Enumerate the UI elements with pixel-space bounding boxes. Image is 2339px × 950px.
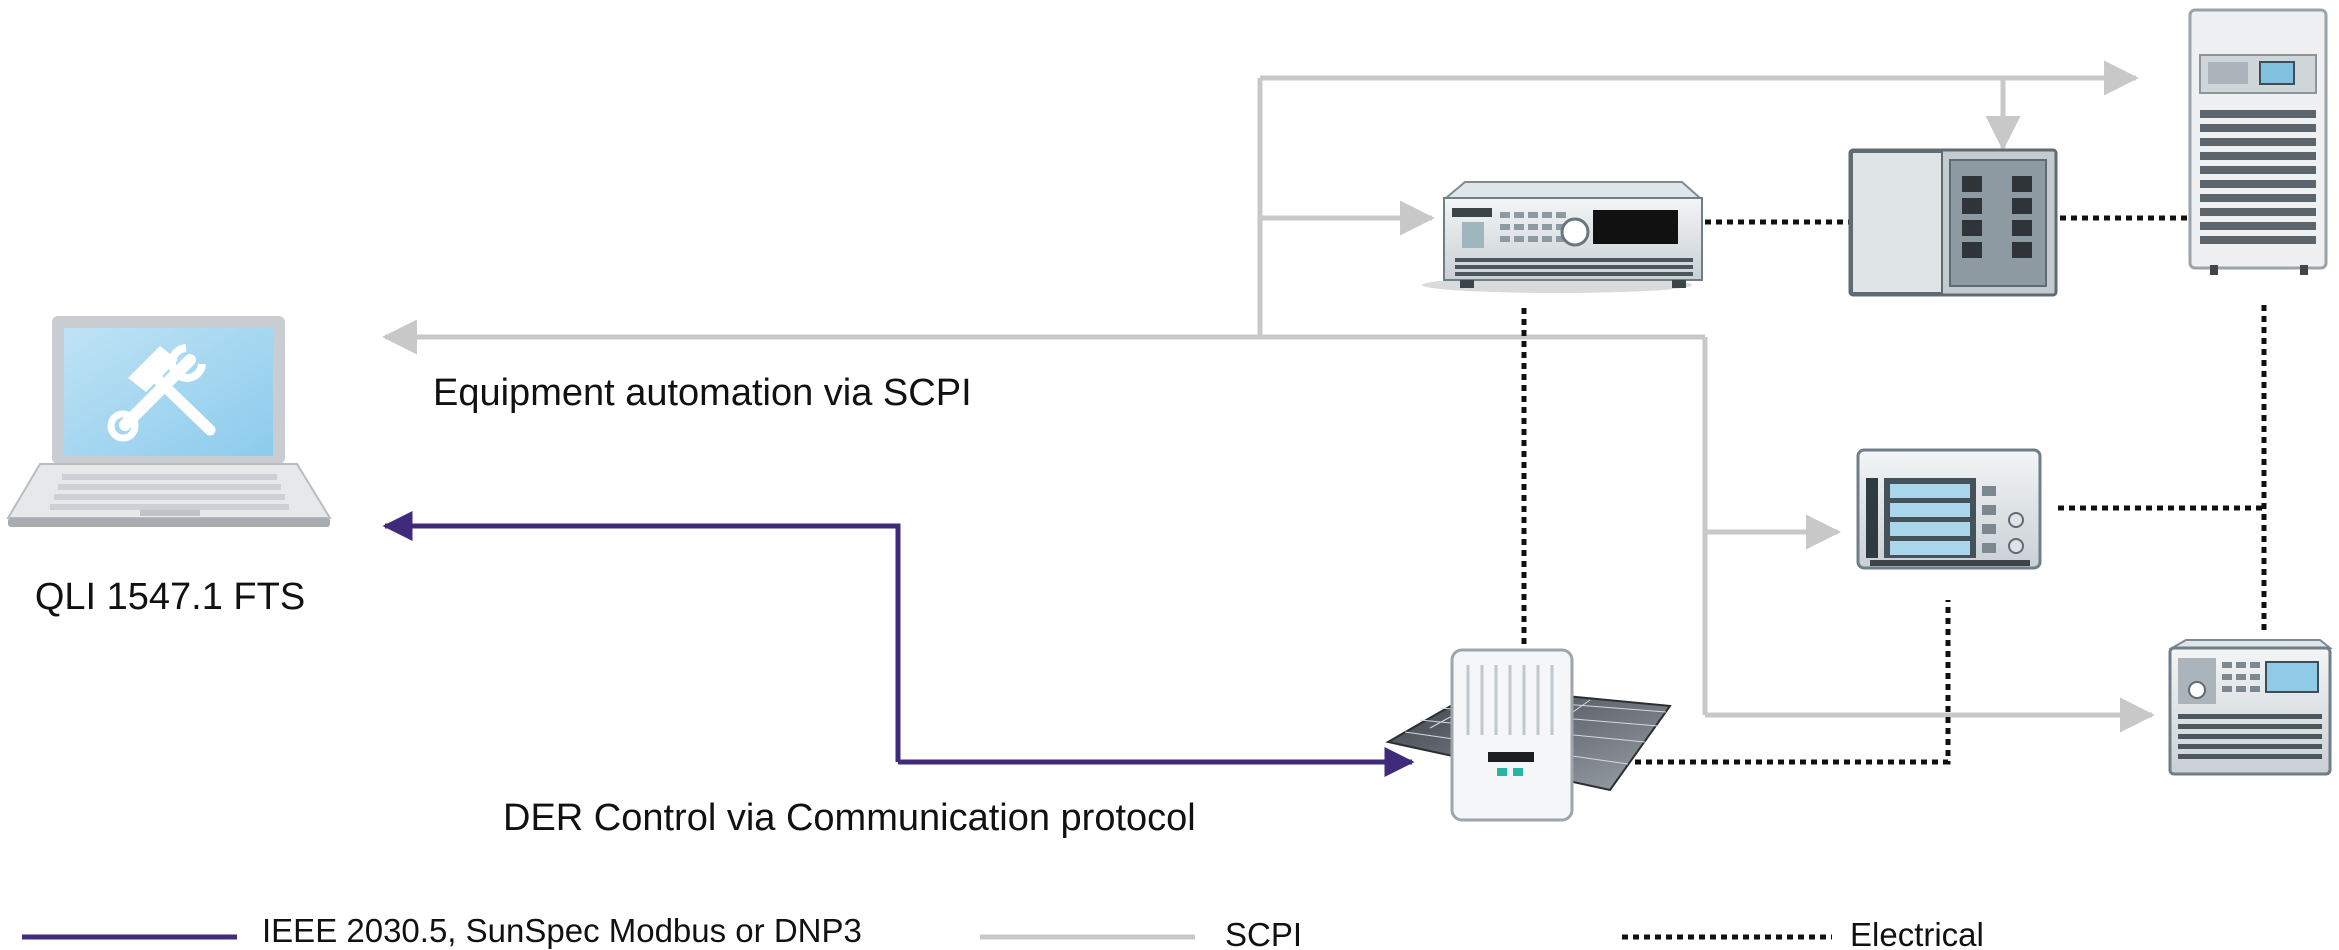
der-protocol-connection — [382, 511, 901, 762]
legend: IEEE 2030.5, SunSpec Modbus or DNP3 SCPI… — [22, 912, 1984, 950]
legend-protocol-label: IEEE 2030.5, SunSpec Modbus or DNP3 — [262, 912, 862, 949]
legend-scpi-label: SCPI — [1225, 916, 1302, 950]
laptop-tools-icon — [6, 316, 332, 527]
der-path-label: DER Control via Communication protocol — [503, 797, 1196, 839]
elec-inverter-to-analyzer — [1635, 600, 1951, 765]
scpi-path-label: Equipment automation via SCPI — [433, 372, 972, 414]
breaker-panel-icon — [1848, 148, 2058, 297]
grid-simulator-cabinet-icon — [2188, 8, 2328, 275]
ac-source-icon — [2168, 639, 2333, 776]
dc-power-supply-icon — [1422, 181, 1703, 293]
legend-electrical-label: Electrical — [1850, 916, 1984, 950]
laptop-label: QLI 1547.1 FTS — [35, 576, 305, 618]
solar-inverter-icon — [1385, 648, 1672, 822]
electrical-connections — [1521, 215, 2267, 765]
scpi-connections — [382, 60, 2155, 733]
power-analyzer-icon — [1856, 448, 2042, 570]
